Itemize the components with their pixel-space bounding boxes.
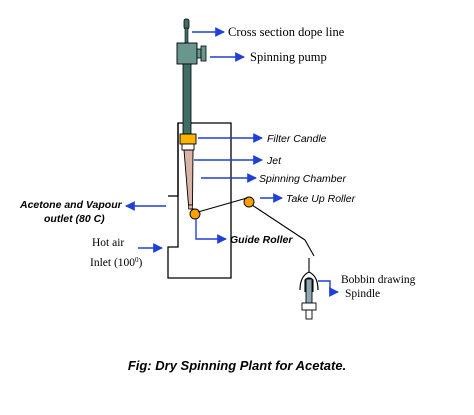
figure-caption: Fig: Dry Spinning Plant for Acetate. [128, 358, 346, 373]
spinning-chamber-casing [167, 122, 232, 279]
label-hot-air-line2: Inlet (1000) [90, 256, 143, 269]
bobbin [305, 278, 313, 304]
guide-roller [189, 208, 201, 220]
bobbin-spindle-frame-inner [304, 277, 314, 292]
dope-line-cap [183, 18, 190, 30]
arrow-guide-roller [195, 219, 227, 244]
svg-text:Inlet (1000): Inlet (1000) [90, 256, 143, 269]
label-acetone-vapour-line2: outlet (80 C) [44, 213, 105, 225]
spinning-pump [176, 42, 198, 65]
label-cross-section-dope-line: Cross section dope line [228, 25, 345, 39]
dope-line-neck [184, 27, 189, 44]
jet-tip [188, 204, 193, 210]
degree-mark: 0 [135, 256, 139, 264]
label-jet: Jet [266, 155, 282, 167]
label-bobbin-line2: Spindle [345, 288, 380, 300]
filter-candle [179, 133, 197, 145]
arrow-bobbin-spindle [318, 280, 339, 297]
label-filter-candle: Filter Candle [267, 133, 327, 145]
label-spinning-pump: Spinning pump [250, 50, 327, 64]
filter-candle-base [181, 143, 195, 151]
label-hot-air-line1: Hot air [92, 237, 124, 249]
dope-pipe [182, 63, 192, 135]
take-up-roller [243, 196, 255, 208]
label-guide-roller: Guide Roller [230, 234, 293, 246]
label-spinning-chamber: Spinning Chamber [259, 173, 346, 185]
bobbin-base [301, 302, 317, 311]
bobbin-stem [305, 309, 313, 320]
spinning-pump-knob [200, 45, 207, 62]
hot-air-inlet-text: Inlet (100 [90, 257, 135, 269]
label-take-up-roller: Take Up Roller [286, 193, 356, 205]
jet-cone [183, 149, 194, 206]
yarn-path [190, 197, 315, 257]
label-acetone-vapour-line1: Acetone and Vapour [19, 199, 123, 211]
spinning-pump-knob [196, 48, 202, 59]
label-bobbin-line1: Bobbin drawing [341, 274, 416, 286]
closing-paren: ) [139, 257, 143, 269]
